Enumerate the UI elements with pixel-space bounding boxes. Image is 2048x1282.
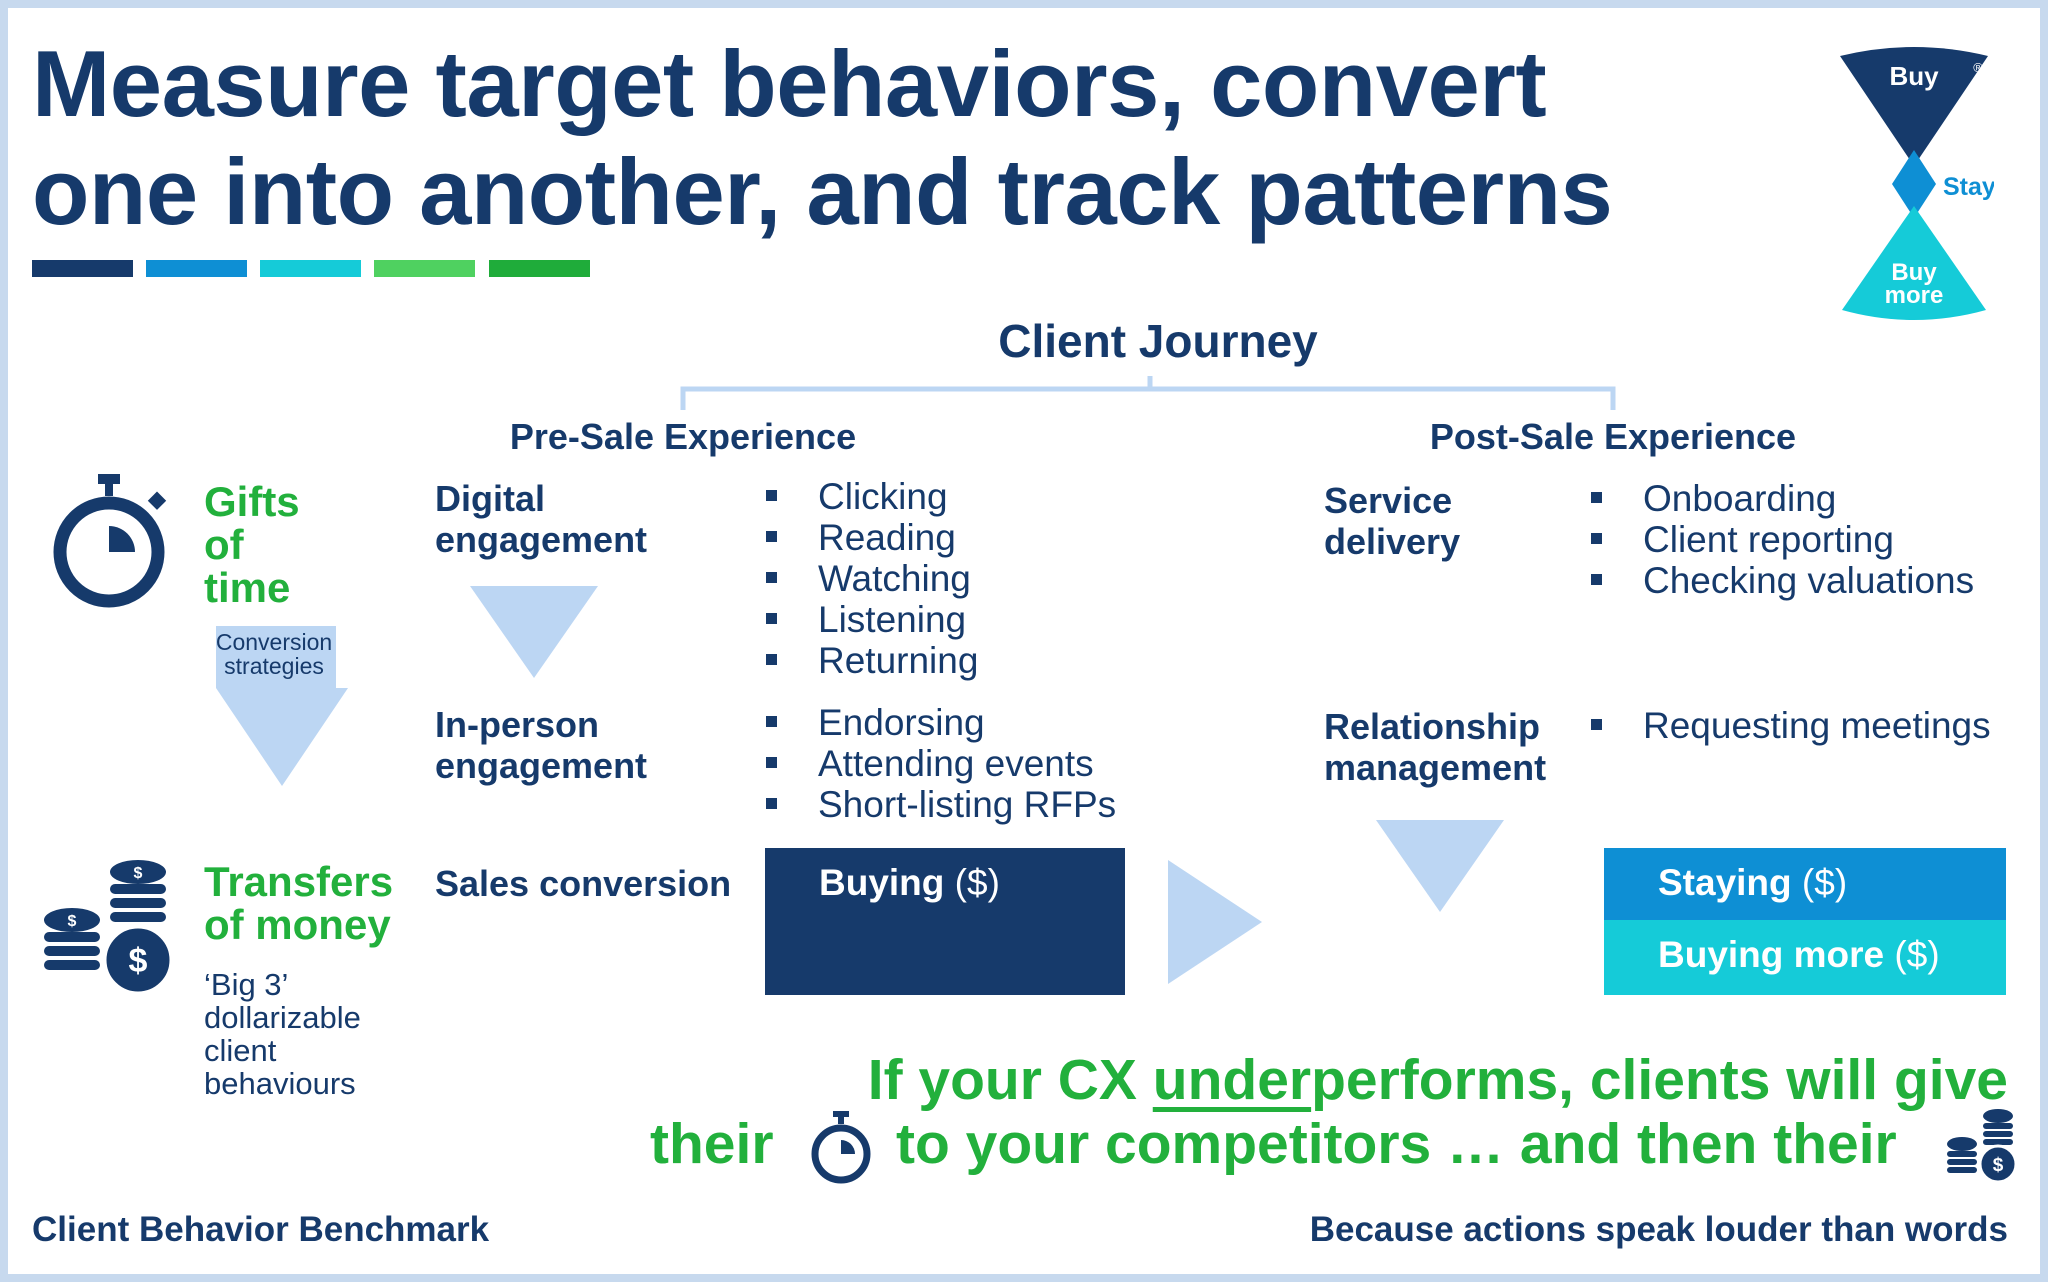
service-line-1: Service (1324, 480, 1453, 521)
list-item: Returning (766, 640, 978, 681)
coins-icon-small: $ (1947, 1109, 2018, 1184)
staying-label: Staying (1658, 862, 1792, 903)
service-delivery-label: Service delivery (1324, 480, 1460, 562)
buying-more-box-text: Buying more ($) (1658, 934, 1940, 976)
buying-box-text: Buying ($) (819, 862, 1000, 904)
title-line-1: Measure target behaviors, convert (32, 31, 1547, 136)
conversion-line-2: strategies (224, 653, 324, 679)
list-item: Attending events (766, 743, 1116, 784)
digital-line-2: engagement (435, 519, 648, 560)
page-title: Measure target behaviors, convert one in… (32, 30, 1613, 246)
bracket-lines (680, 376, 1616, 410)
color-bar-3 (260, 260, 361, 277)
logo-buy-funnel (1840, 47, 1988, 166)
service-delivery-list: Onboarding Client reporting Checking val… (1591, 478, 1974, 601)
pre-sale-heading: Pre-Sale Experience (509, 416, 857, 457)
cta-line1-underlined: under (1152, 1048, 1312, 1112)
gifts-of-time-label: Gifts of time (204, 480, 300, 609)
coins-icon: $ $ $ (44, 860, 175, 994)
gifts-line-3: time (204, 564, 291, 611)
logo-stay-text: Stay (1943, 173, 1994, 201)
color-bar-4 (374, 260, 475, 277)
buying-more-label: Buying more (1658, 934, 1885, 975)
list-item: Checking valuations (1591, 560, 1974, 601)
cta-line-2-pre: their (650, 1112, 774, 1176)
conversion-line-1: Conversion (215, 629, 333, 655)
buying-unit: ($) (954, 862, 1000, 903)
relationship-management-list: Requesting meetings (1591, 705, 1991, 746)
list-item: Clicking (766, 476, 978, 517)
list-item: Reading (766, 517, 978, 558)
svg-text:$: $ (129, 942, 148, 980)
footer-left: Client Behavior Benchmark (32, 1210, 490, 1249)
cta-line-1: If your CX underperforms, clients will g… (868, 1048, 2008, 1112)
big3-line-2: dollarizable (204, 1000, 361, 1035)
svg-text:$: $ (1993, 1155, 2004, 1176)
svg-text:$: $ (134, 865, 143, 882)
right-arrow (1168, 860, 1262, 984)
gifts-line-1: Gifts (204, 478, 300, 525)
relationship-line-1: Relationship (1324, 706, 1541, 747)
color-bar-1 (32, 260, 133, 277)
service-line-2: delivery (1324, 521, 1461, 562)
sales-conversion-label: Sales conversion (435, 863, 732, 904)
staying-unit: ($) (1801, 862, 1848, 903)
relationship-management-label: Relationship management (1324, 706, 1546, 788)
buy-stay-buymore-logo: Buy ® Stay Buy more (1840, 47, 1994, 320)
big3-line-4: behaviours (204, 1066, 356, 1101)
footer-right: Because actions speak louder than words (1309, 1210, 2008, 1249)
digital-line-1: Digital (435, 478, 546, 519)
list-item: Onboarding (1591, 478, 1974, 519)
staying-box-text: Staying ($) (1658, 862, 1847, 904)
buying-label: Buying (819, 862, 945, 903)
list-item: Endorsing (766, 702, 1116, 743)
conversion-strategies-label: Conversion strategies (206, 630, 342, 678)
transfers-of-money-label: Transfers of money (204, 860, 393, 946)
conversion-strategies-arrow (216, 626, 348, 786)
cta-line1-post: performs, clients will give (1311, 1048, 2008, 1112)
transfers-line-1: Transfers (204, 858, 394, 905)
buying-more-box: Buying more ($) (1604, 920, 2006, 995)
journey-bracket (680, 376, 1616, 410)
svg-text:$: $ (68, 913, 77, 930)
big-3-label: ‘Big 3’ dollarizable client behaviours (204, 968, 361, 1100)
logo-buymore-text-1: Buy (1891, 259, 1937, 286)
logo-buy-text: Buy (1889, 61, 1939, 91)
logo-registered-mark: ® (1973, 60, 1983, 75)
slide: Measure target behaviors, convert one in… (8, 8, 2040, 1274)
buying-more-unit: ($) (1894, 934, 1940, 975)
logo-stay-diamond (1892, 150, 1936, 218)
relationship-line-2: management (1324, 747, 1547, 788)
logo-buymore-cone (1842, 206, 1986, 320)
big3-line-3: client (204, 1033, 277, 1068)
transfers-line-2: of money (204, 901, 391, 948)
color-bar-5 (489, 260, 590, 277)
in-person-engagement-label: In-person engagement (435, 704, 647, 786)
cta-line-2-mid: to your competitors … and then their (896, 1112, 1897, 1176)
digital-engagement-list: Clicking Reading Watching Listening Retu… (766, 476, 978, 681)
relationship-down-arrow (1376, 820, 1504, 912)
stopwatch-icon-small (811, 1111, 871, 1184)
post-sale-heading: Post-Sale Experience (1429, 416, 1797, 457)
list-item: Requesting meetings (1591, 705, 1991, 746)
digital-down-arrow (470, 586, 598, 678)
client-journey-heading: Client Journey (998, 315, 1318, 367)
in-person-line-1: In-person (435, 704, 600, 745)
buying-box: Buying ($) (765, 848, 1125, 995)
digital-engagement-label: Digital engagement (435, 478, 647, 560)
color-bar-2 (146, 260, 247, 277)
list-item: Watching (766, 558, 978, 599)
in-person-engagement-list: Endorsing Attending events Short-listing… (766, 702, 1116, 825)
title-line-2: one into another, and track patterns (32, 139, 1613, 244)
in-person-line-2: engagement (435, 745, 648, 786)
staying-box: Staying ($) (1604, 848, 2006, 920)
cta-line1-pre: If your CX (867, 1048, 1153, 1112)
list-item: Listening (766, 599, 978, 640)
list-item: Client reporting (1591, 519, 1974, 560)
big3-line-1: ‘Big 3’ (204, 967, 289, 1002)
list-item: Short-listing RFPs (766, 784, 1116, 825)
stopwatch-icon (53, 474, 167, 608)
gifts-line-2: of (204, 521, 244, 568)
logo-buymore-text-2: more (1885, 282, 1944, 309)
